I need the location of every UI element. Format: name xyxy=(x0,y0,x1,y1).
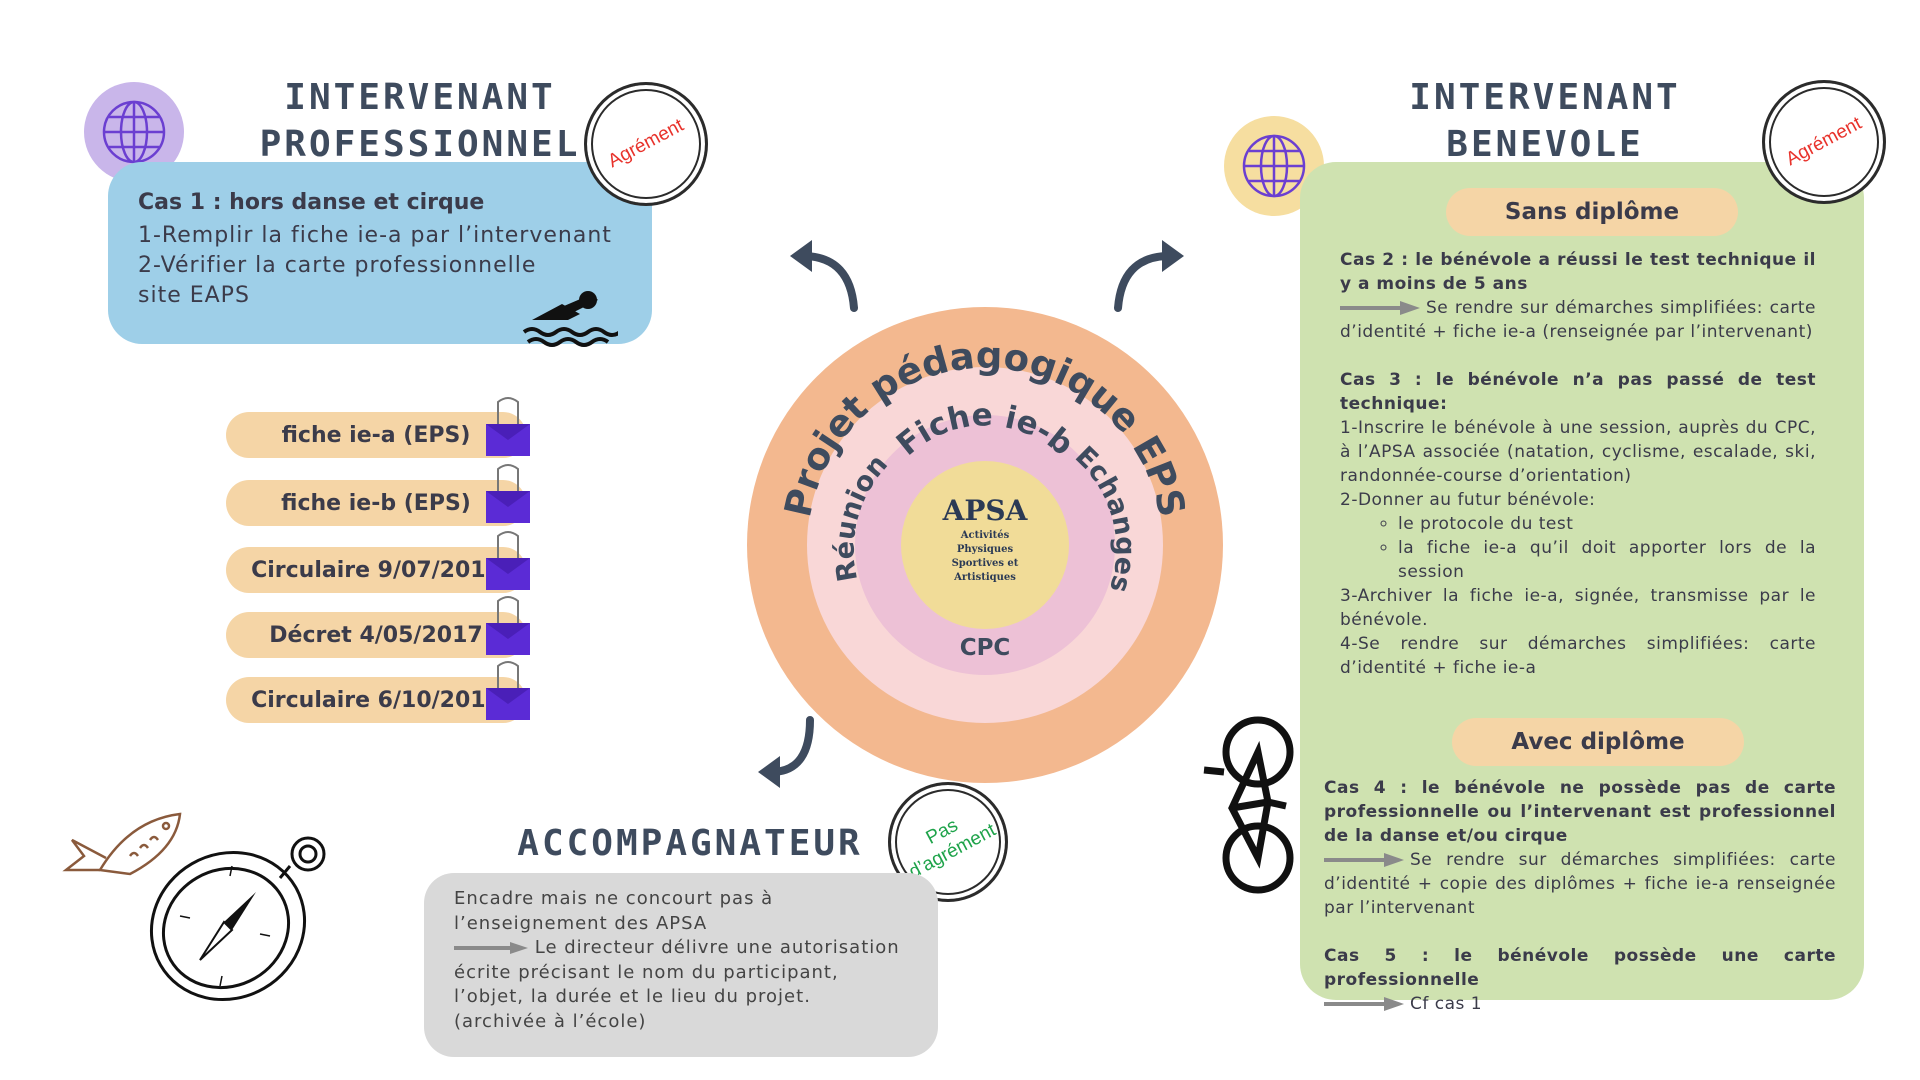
agrement-stamp-label: Agrément xyxy=(1782,112,1866,171)
document-label: Circulaire 9/07/2014 xyxy=(251,557,501,583)
pas-agrement-stamp-label: Pas d’agrément xyxy=(896,800,1001,883)
ben-heading-line2: BENEVOLE xyxy=(1446,124,1644,165)
document-label: fiche ie-b (EPS) xyxy=(281,490,471,516)
binder-clip-icon xyxy=(486,531,530,590)
cas4-text: Se rendre sur démarches simplifiées: car… xyxy=(1324,848,1836,920)
avec-diplome-pill: Avec diplôme xyxy=(1452,718,1744,766)
document-item: fiche ie-b (EPS) xyxy=(226,480,526,526)
arrow-right-icon xyxy=(454,942,528,954)
cas3-sub-list: le protocole du test la fiche ie-a qu’il… xyxy=(1340,512,1816,584)
arrow-right-icon xyxy=(1340,301,1420,315)
document-item: Circulaire 6/10/2017 xyxy=(226,677,526,723)
acc-heading: ACCOMPAGNATEUR xyxy=(517,823,863,864)
cas2-text-body: Se rendre sur démarches simplifiées: car… xyxy=(1340,298,1816,342)
document-item: Décret 4/05/2017 xyxy=(226,612,526,658)
pro-line2: 2-Vérifier la carte professionnelle xyxy=(138,253,537,278)
pro-case-title: Cas 1 : hors danse et cirque xyxy=(138,190,485,215)
document-label: Circulaire 6/10/2017 xyxy=(251,687,501,713)
curved-arrow-icon xyxy=(790,240,858,312)
cas5-text-body: Cf cas 1 xyxy=(1410,994,1483,1014)
curved-arrow-icon xyxy=(1114,240,1184,312)
document-label: fiche ie-a (EPS) xyxy=(281,422,471,448)
apsa-line: Sportives et xyxy=(952,558,1019,569)
sans-diplome-pill: Sans diplôme xyxy=(1446,188,1738,236)
arrow-right-icon xyxy=(1324,853,1404,867)
acc-line: écrite précisant le nom du participant, xyxy=(454,961,839,983)
agrement-stamp: Agrément xyxy=(1762,80,1886,204)
document-label: Décret 4/05/2017 xyxy=(269,622,483,648)
core-circle xyxy=(901,461,1069,629)
cas3-step: 1-Inscrire le bénévole à une session, au… xyxy=(1340,418,1816,486)
acc-line: l’enseignement des APSA xyxy=(454,912,708,934)
ben-heading-line1: INTERVENANT xyxy=(1409,77,1681,118)
list-item: la fiche ie-a qu’il doit apporter lors d… xyxy=(1398,536,1816,584)
bicycle-icon xyxy=(1203,716,1294,894)
ben-heading: INTERVENANT BENEVOLE xyxy=(1380,74,1710,168)
pro-line1: 1-Remplir la fiche ie-a par l’intervenan… xyxy=(138,223,612,248)
curved-arrow-icon xyxy=(758,716,814,788)
cas3-step: 2-Donner au futur bénévole: xyxy=(1340,490,1596,510)
acc-line: Le directeur délivre une autorisation xyxy=(534,937,900,958)
agrement-stamp-label: Agrément xyxy=(604,114,688,173)
cas5-text: Cf cas 1 xyxy=(1324,992,1836,1016)
fish-icon xyxy=(62,812,182,876)
acc-line: Encadre mais ne concourt pas à xyxy=(454,888,774,909)
cas4-text-body: Se rendre sur démarches simplifiées: car… xyxy=(1324,850,1836,918)
swimmer-icon xyxy=(522,291,618,347)
apsa-title: APSA xyxy=(942,494,1029,527)
cpc-label: CPC xyxy=(960,635,1011,661)
binder-clip-icon xyxy=(486,397,530,456)
pro-line3: site EAPS xyxy=(138,283,250,308)
cas5-title: Cas 5 : le bénévole possède une carte pr… xyxy=(1324,946,1836,990)
cas4-title: Cas 4 : le bénévole ne possède pas de ca… xyxy=(1324,778,1836,846)
acc-line: l’objet, la durée et le lieu du projet. xyxy=(454,986,811,1007)
acc-arrow-line: Le directeur délivre une autorisation xyxy=(454,936,908,961)
cas2-title: Cas 2 : le bénévole a réussi le test tec… xyxy=(1340,250,1816,294)
cas3-step: 3-Archiver la fiche ie-a, signée, transm… xyxy=(1340,586,1816,630)
apsa-line: Physiques xyxy=(957,544,1014,555)
agrement-stamp: Agrément xyxy=(584,82,708,206)
acc-box: Encadre mais ne concourt pas à l’enseign… xyxy=(424,873,938,1057)
sans-diplome-section: Cas 2 : le bénévole a réussi le test tec… xyxy=(1340,248,1816,680)
apsa-line: Activités xyxy=(960,530,1010,541)
document-item: Circulaire 9/07/2014 xyxy=(226,547,526,593)
acc-line: (archivée à l’école) xyxy=(454,1010,647,1032)
list-item: le protocole du test xyxy=(1398,512,1816,536)
document-item: fiche ie-a (EPS) xyxy=(226,412,526,458)
binder-clip-icon xyxy=(486,661,530,720)
pro-heading-line2: PROFESSIONNEL xyxy=(259,124,581,165)
pro-heading-line1: INTERVENANT xyxy=(284,77,556,118)
binder-clip-icon xyxy=(486,464,530,523)
cas3-title: Cas 3 : le bénévole n’a pas passé de tes… xyxy=(1340,370,1816,414)
compass-icon xyxy=(149,836,326,1002)
project-diagram: Projet pédagogique EPS Fiche ie-b Réunio… xyxy=(747,307,1223,783)
avec-diplome-section: Cas 4 : le bénévole ne possède pas de ca… xyxy=(1324,776,1836,1016)
arrow-right-icon xyxy=(1324,997,1404,1011)
cas3-step: 4-Se rendre sur démarches simplifiées: c… xyxy=(1340,634,1816,678)
apsa-line: Artistiques xyxy=(953,572,1016,583)
pro-heading: INTERVENANT PROFESSIONNEL xyxy=(230,74,610,168)
binder-clip-icon xyxy=(486,596,530,655)
cas2-text: Se rendre sur démarches simplifiées: car… xyxy=(1340,296,1816,344)
